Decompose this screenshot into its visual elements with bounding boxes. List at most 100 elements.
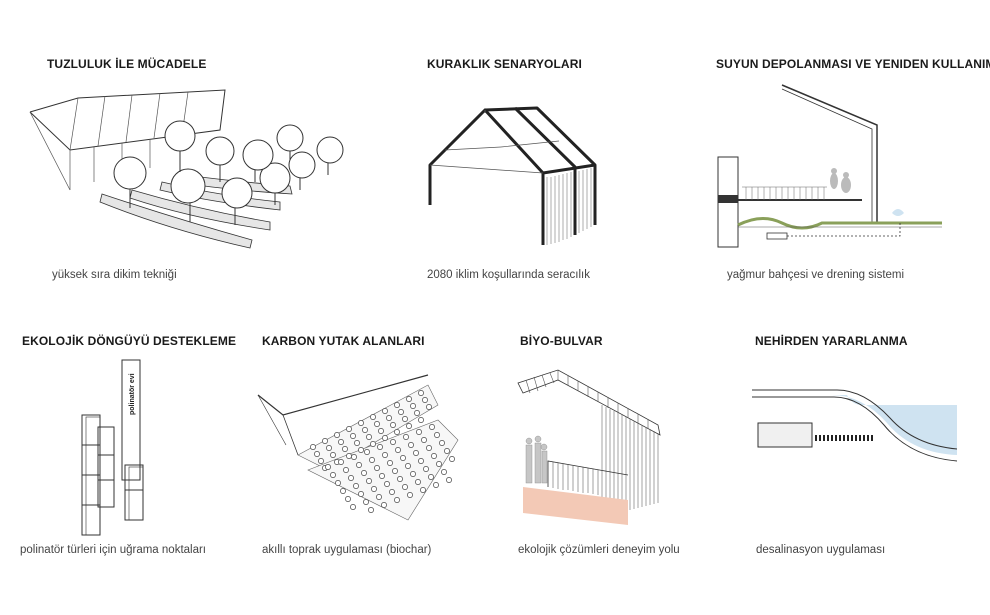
panel-title-bio-boulevard: BİYO-BULVAR — [520, 334, 603, 348]
biochar-dot — [397, 476, 403, 482]
biochar-dot — [369, 457, 375, 463]
biochar-dot — [338, 439, 344, 445]
biochar-dot — [382, 435, 388, 441]
biochar-dot — [370, 414, 376, 420]
biochar-dot — [394, 429, 400, 435]
biochar-dot — [406, 423, 412, 429]
biochar-dot — [335, 480, 341, 486]
biochar-dot — [342, 446, 348, 452]
biochar-dot — [386, 415, 392, 421]
biochar-dot — [387, 460, 393, 466]
panel-title-river: NEHİRDEN YARARLANMA — [755, 334, 908, 348]
biochar-dot — [374, 421, 380, 427]
biochar-dot — [366, 434, 372, 440]
biochar-dot — [418, 417, 424, 423]
biochar-dot — [376, 494, 382, 500]
biochar-dot — [318, 458, 324, 464]
biochar-dot — [322, 438, 328, 444]
biochar-dot — [351, 454, 357, 460]
biochar-dot — [384, 481, 390, 487]
biochar-dot — [314, 451, 320, 457]
biochar-dot — [394, 497, 400, 503]
panel-title-drought: KURAKLIK SENARYOLARI — [427, 57, 582, 71]
biochar-dot — [426, 404, 432, 410]
biochar-dot — [414, 410, 420, 416]
biochar-dot — [407, 492, 413, 498]
biochar-dot — [402, 484, 408, 490]
panel-caption-salinity: yüksek sıra dikim tekniği — [52, 269, 177, 281]
biochar-dot — [353, 483, 359, 489]
biochar-dot — [390, 439, 396, 445]
biochar-dot — [330, 472, 336, 478]
biochar-dot — [434, 432, 440, 438]
panel-caption-ecology: polinatör türleri için uğrama noktaları — [20, 544, 207, 556]
biochar-dot — [426, 445, 432, 451]
panel-caption-drought: 2080 iklim koşullarında seracılık — [427, 269, 590, 281]
bio-boulevard-illustration — [517, 369, 661, 525]
biochar-dot — [402, 416, 408, 422]
biochar-dot — [413, 450, 419, 456]
biochar-dot — [338, 459, 344, 465]
pollinator-sign-label: polinatör evi — [129, 373, 136, 415]
biochar-dot — [449, 456, 455, 462]
biochar-dot — [358, 447, 364, 453]
biochar-dot — [377, 444, 383, 450]
biochar-dot — [408, 442, 414, 448]
biochar-dot — [340, 488, 346, 494]
biochar-dot — [370, 441, 376, 447]
biochar-dot — [406, 396, 412, 402]
biochar-dot — [362, 427, 368, 433]
panel-caption-carbon: akıllı toprak uygulaması (biochar) — [262, 544, 432, 556]
biochar-dot — [381, 502, 387, 508]
biochar-dot — [439, 440, 445, 446]
panel-title-ecology: EKOLOJİK DÖNGÜYÜ DESTEKLEME — [22, 334, 237, 348]
biochar-dot — [436, 461, 442, 467]
biochar-dot — [346, 453, 352, 459]
biochar-dot — [354, 440, 360, 446]
biochar-dot — [431, 453, 437, 459]
panel-caption-bio-boulevard: ekolojik çözümleri deneyim yolu — [518, 544, 680, 556]
biochar-dot — [405, 463, 411, 469]
panel-caption-river: desalinasyon uygulaması — [756, 544, 886, 556]
biochar-dot — [326, 445, 332, 451]
biochar-dot — [403, 434, 409, 440]
biochar-dot — [364, 449, 370, 455]
biochar-dot — [400, 455, 406, 461]
biochar-dot — [378, 428, 384, 434]
biochar-dot — [358, 491, 364, 497]
biochar-dot — [416, 429, 422, 435]
biochar-dot — [348, 475, 354, 481]
biochar-dot — [421, 437, 427, 443]
biochar-dot — [350, 504, 356, 510]
biochar-dot — [374, 465, 380, 471]
panel-title-water-storage: SUYUN DEPOLANMASI VE YENIDEN KULLANIMI — [716, 57, 990, 71]
biochar-dot — [382, 452, 388, 458]
biochar-dot — [415, 479, 421, 485]
panel-title-salinity: TUZLULUK İLE MÜCADELE — [47, 57, 207, 71]
biochar-dot — [390, 422, 396, 428]
biochar-dot — [392, 468, 398, 474]
biochar-dot — [429, 424, 435, 430]
biochar-dot — [420, 487, 426, 493]
biochar-dot — [350, 433, 356, 439]
desalination-illustration — [752, 389, 958, 462]
biochar-dot — [345, 496, 351, 502]
biochar-dot — [446, 477, 452, 483]
panel-title-carbon: KARBON YUTAK ALANLARI — [262, 334, 425, 348]
greenhouse-illustration — [428, 106, 597, 245]
biochar-dot — [433, 482, 439, 488]
biochar-dot — [356, 462, 362, 468]
biochar-dot — [361, 470, 367, 476]
panel-caption-water-storage: yağmur bahçesi ve drening sistemi — [727, 269, 905, 281]
biochar-dot — [410, 403, 416, 409]
biochar-dot — [343, 467, 349, 473]
biochar-dot — [444, 448, 450, 454]
raised-row-planting-illustration — [29, 89, 344, 249]
biochar-dot — [428, 474, 434, 480]
biochar-dot — [418, 390, 424, 396]
biochar-dot — [334, 432, 340, 438]
biochar-dot — [363, 499, 369, 505]
biochar-dot — [422, 397, 428, 403]
biochar-field-illustration — [257, 374, 459, 521]
biochar-dot — [398, 409, 404, 415]
